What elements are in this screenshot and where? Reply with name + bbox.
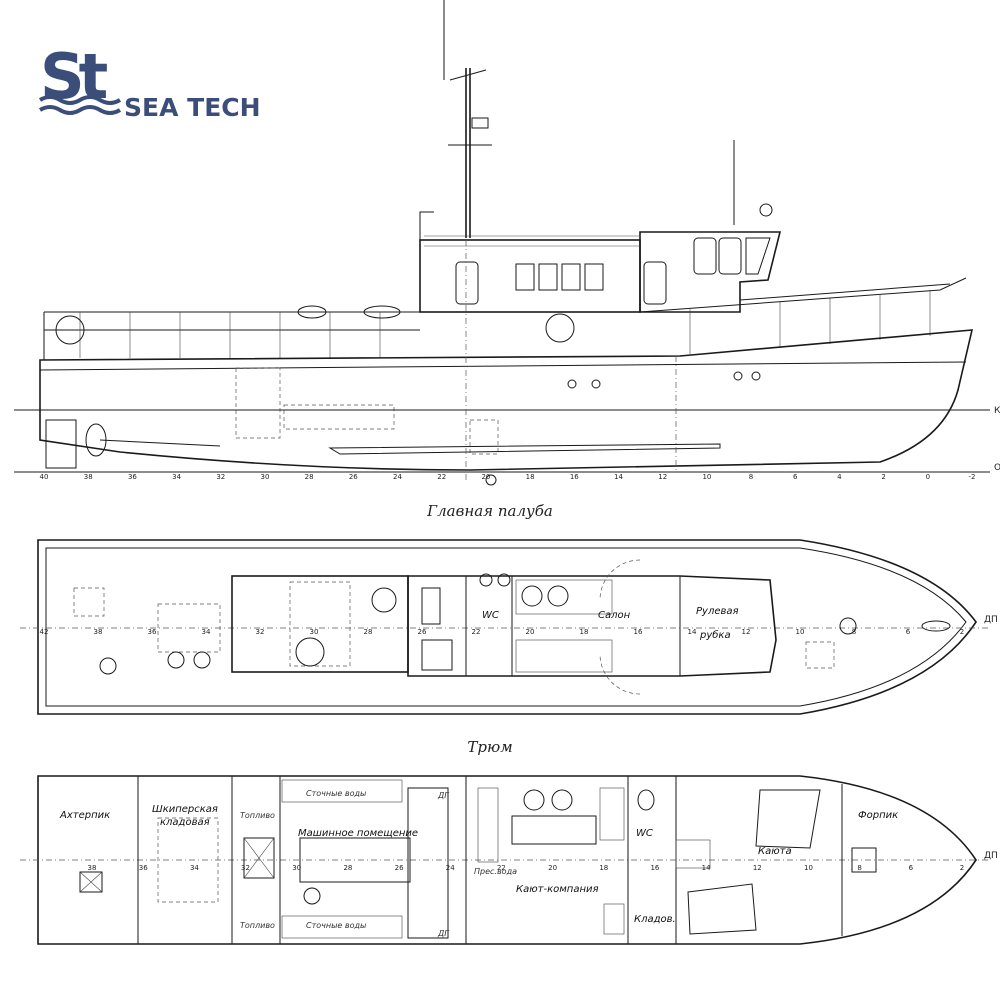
main-deck-title: Главная палуба [426,502,553,520]
profile-frame-label: 12 [658,473,667,481]
hold-frame-label: 10 [804,864,813,872]
profile-frame-label: 16 [570,473,579,481]
main-deck-frame-label: 18 [580,628,589,636]
main-deck-frame-label: 14 [688,628,697,636]
sea-tech-logo: St SEA TECH [38,40,261,122]
hold-frame-label: 18 [599,864,608,872]
profile-frame-label: 4 [837,473,842,481]
hold-plan: ДП Ахтерпик Шкиперская кладовая Машинное… [20,775,998,945]
hold-frame-label: 28 [343,864,352,872]
profile-frame-label: 28 [305,473,314,481]
hold-room-fresh-water: Прес.вода [474,867,517,876]
hold-title: Трюм [467,738,512,756]
hold-frame-label: 12 [753,864,762,872]
profile-frame-label: 34 [172,473,181,481]
hold-room-mess: Кают-компания [516,884,599,895]
profile-frame-label: 36 [128,473,137,481]
hold-frame-label: 22 [497,864,506,872]
hold-room-wastewater-top: Сточные воды [306,789,366,798]
main-deck-frame-label: 42 [40,628,49,636]
profile-frame-label: 30 [261,473,270,481]
profile-frame-label: 20 [481,473,490,481]
hold-room-pantry: Кладов. [634,914,676,925]
main-deck-room-wheelhouse-2: рубка [699,629,731,641]
main-deck-frame-label: 38 [94,628,103,636]
hold-frame-label: 36 [139,864,148,872]
profile-frame-label: 24 [393,473,402,481]
hold-room-fuel-bottom: Топливо [240,921,275,930]
main-deck-frame-scale: 42 38 36 34 32 30 28 26 22 20 18 16 14 12 10 8 6 2 [40,628,965,636]
baseline-label: О [994,463,1000,473]
hold-room-cabin: Каюта [758,846,792,857]
main-deck-frame-label: 12 [742,628,751,636]
hold-frame-label: 8 [857,864,861,872]
logo-name: SEA TECH [124,93,261,122]
main-deck-frame-label: 6 [906,628,911,636]
hold-frame-label: 6 [909,864,914,872]
hold-room-fore-peak: Форпик [858,810,898,821]
hold-room-aft-peak: Ахтерпик [59,810,110,821]
main-deck-frame-label: 26 [418,628,427,636]
profile-frame-label: 32 [216,473,225,481]
hold-frame-label: 32 [241,864,250,872]
main-deck-frame-label: 30 [310,628,319,636]
hold-room-skipper-store-2: кладовая [160,817,210,828]
hold-frame-label: 26 [395,864,404,872]
waterline-label: К [994,406,1000,416]
main-deck-frame-label: 20 [526,628,535,636]
profile-frame-label: -2 [969,473,976,481]
hold-room-dg-top: ДГ [437,791,449,800]
logo-wave-2 [38,105,122,115]
hold-room-skipper-store-1: Шкиперская [152,804,218,815]
profile-frame-label: 2 [881,473,885,481]
hold-frame-label: 2 [960,864,964,872]
hold-room-wc: WC [636,828,653,839]
hold-frame-label: 30 [292,864,301,872]
hold-frame-label: 34 [190,864,199,872]
main-deck-room-wc: WC [482,610,499,621]
main-deck-frame-label: 8 [852,628,856,636]
hold-frame-label: 38 [88,864,97,872]
profile-frame-label: 8 [749,473,753,481]
profile-frame-label: 18 [526,473,535,481]
profile-frame-label: 40 [40,473,49,481]
main-deck-frame-label: 34 [202,628,211,636]
profile-frame-label: 26 [349,473,358,481]
main-deck-frame-label: 16 [634,628,643,636]
profile-frame-label: 14 [614,473,623,481]
main-deck-frame-label: 36 [148,628,157,636]
main-deck-room-wheelhouse-1: Рулевая [696,606,739,617]
hold-frame-label: 14 [702,864,711,872]
main-deck-frame-label: 2 [960,628,964,636]
main-deck-frame-label: 22 [472,628,481,636]
hold-room-wastewater-bottom: Сточные воды [306,921,366,930]
hold-frame-scale: 38 36 34 32 30 28 26 24 22 20 18 16 14 12 10 8 6 2 [88,864,965,872]
profile-frame-label: 38 [84,473,93,481]
main-deck-centerline-label: ДП [984,615,998,625]
hold-room-dg-bottom: ДГ [437,929,449,938]
main-deck-frame-label: 32 [256,628,265,636]
profile-frame-label: 10 [702,473,711,481]
main-deck-frame-label: 10 [796,628,805,636]
hold-frame-label: 16 [650,864,659,872]
hold-frame-label: 20 [548,864,557,872]
hold-room-engine: Машинное помещение [298,828,418,839]
main-deck-frame-label: 28 [364,628,373,636]
hold-centerline-label: ДП [984,851,998,861]
profile-frame-label: 0 [926,473,930,481]
main-deck-room-salon: Салон [598,610,631,621]
profile-frame-label: 22 [437,473,446,481]
hold-frame-label: 24 [446,864,455,872]
profile-frame-label: 6 [793,473,798,481]
hold-room-fuel-top: Топливо [240,811,275,820]
logo-wave-1 [38,95,122,105]
